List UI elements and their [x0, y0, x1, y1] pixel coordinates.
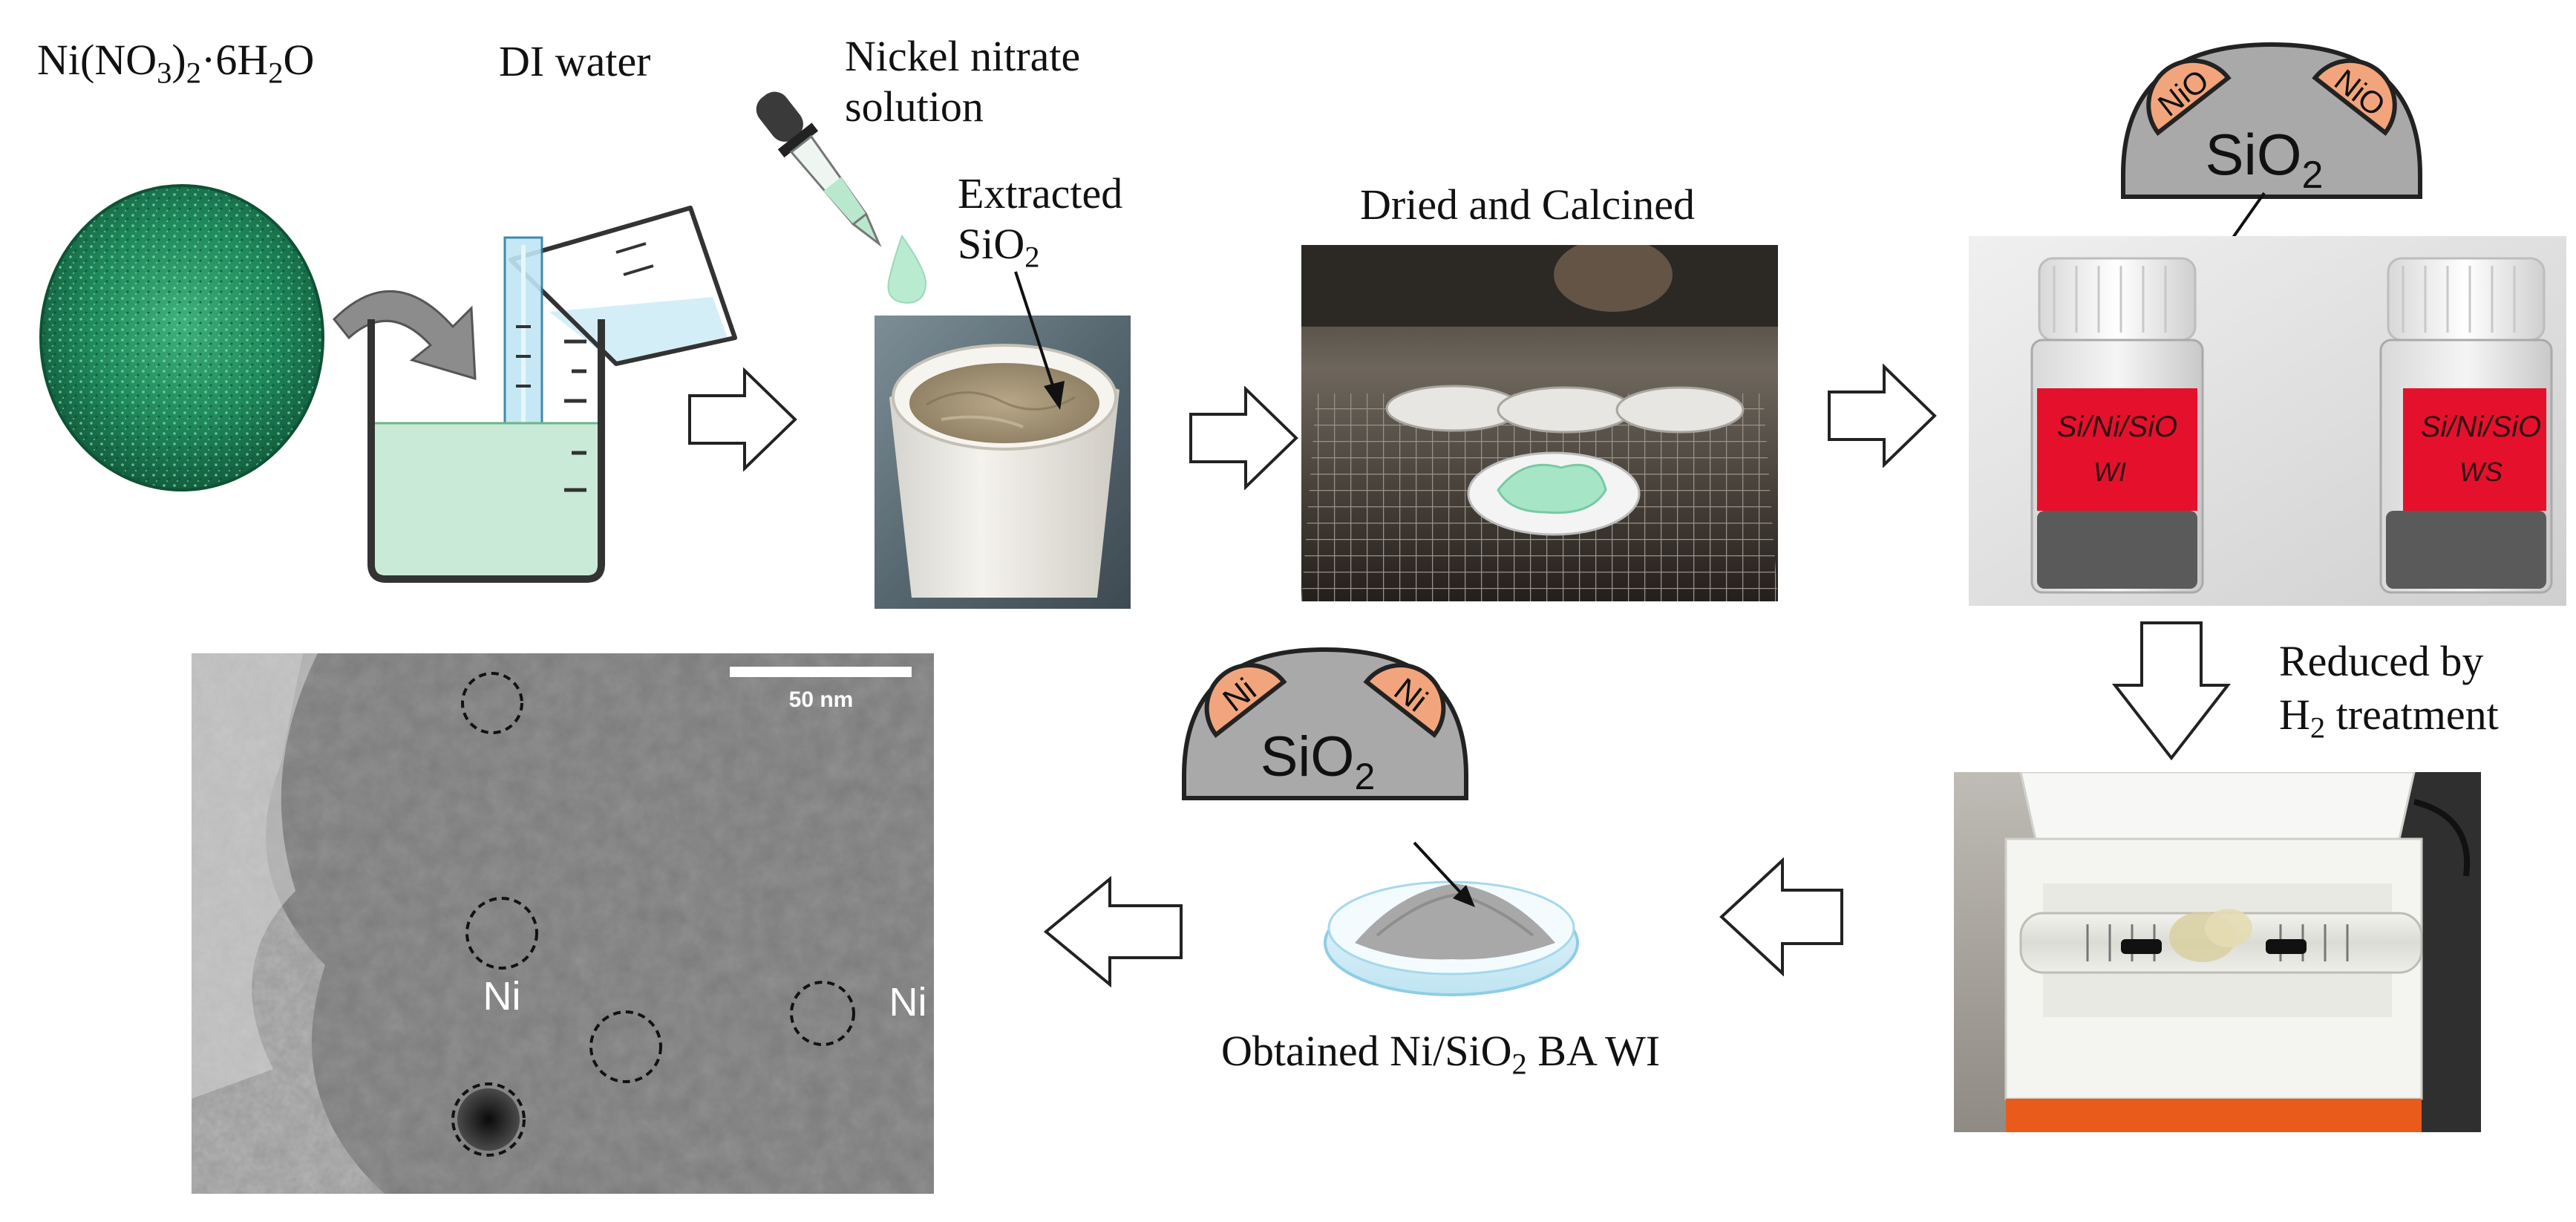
extracted-sio2-label: SiO2 — [958, 220, 1040, 274]
sio2-support-label-bottom: SiO2 — [1261, 725, 1376, 797]
down-arrow-icon — [2112, 621, 2231, 761]
tem-micrograph: 50 nm Ni Ni — [192, 653, 934, 1194]
dried-calcined-label: Dried and Calcined — [1360, 180, 1695, 229]
crucible-photo — [875, 316, 1131, 609]
vials-photo: Si/Ni/SiO WI Si/Ni/SiO WS — [1969, 236, 2566, 606]
extracted-label-line1: Extracted — [958, 169, 1123, 218]
di-water-label: DI water — [499, 37, 651, 85]
vial-right-label-line1: Si/Ni/SiO — [2421, 411, 2541, 443]
nickel-salt-label: Ni(NO3)2·6H2O — [37, 36, 315, 90]
right-arrow-icon-2 — [1189, 386, 1298, 490]
ni-sio2-schematic: Ni Ni SiO2 — [1182, 647, 1468, 800]
beakers-illustration — [367, 206, 737, 583]
sio2-pointer-arrow — [1014, 271, 1065, 410]
vial-left-label-line1: Si/Ni/SiO — [2057, 411, 2177, 443]
oven-photo — [1301, 245, 1778, 601]
left-arrow-icon-2 — [1043, 876, 1183, 987]
nickel-nitrate-label-line2: solution — [845, 82, 984, 131]
vial-left-label-line2: WI — [2093, 457, 2126, 487]
nio-sio2-schematic: NiO NiO SiO2 — [2121, 42, 2422, 199]
right-arrow-icon-1 — [688, 367, 797, 471]
pour-arrow-icon — [332, 290, 477, 381]
tube-furnace-photo — [1954, 772, 2481, 1132]
left-arrow-icon-1 — [1719, 857, 1843, 976]
obtained-product-label: Obtained Ni/SiO2 BA WI — [1221, 1027, 1661, 1081]
tem-scale-label: 50 nm — [789, 687, 854, 712]
sio2-support-label-top: SiO2 — [2206, 122, 2324, 197]
reduced-label-line1: Reduced by — [2279, 637, 2484, 685]
tem-ni-label-right: Ni — [889, 980, 927, 1025]
nickel-crystals-dish — [39, 184, 324, 491]
tem-ni-label-left: Ni — [483, 974, 521, 1019]
nickel-nitrate-label-line1: Nickel nitrate — [845, 32, 1081, 80]
reduced-label-line2: H2 treatment — [2279, 690, 2499, 745]
petri-dish-icon — [1324, 841, 1579, 996]
right-arrow-icon-3 — [1828, 364, 1937, 468]
vial-right-label-line2: WS — [2459, 457, 2503, 487]
dropper-icon — [756, 91, 882, 247]
